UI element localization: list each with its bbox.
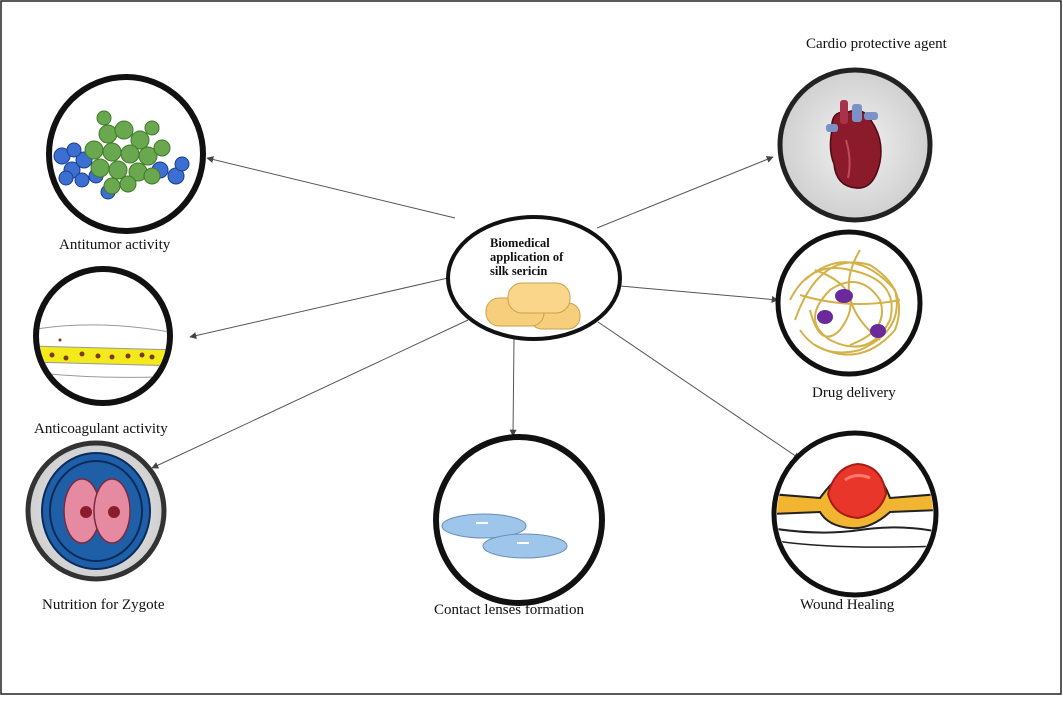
antitumor-node bbox=[46, 74, 206, 234]
contact-node bbox=[433, 434, 605, 606]
label-zygote: Nutrition for Zygote bbox=[42, 597, 165, 613]
drug-fiber-icon bbox=[789, 249, 901, 356]
arrow-to-zygote bbox=[151, 319, 469, 469]
arrow-to-cardio bbox=[596, 156, 774, 229]
center-title: Biomedical application of silk sericin bbox=[490, 236, 563, 278]
zygote-icon bbox=[41, 452, 151, 570]
label-drug: Drug delivery bbox=[812, 385, 896, 401]
contact-lens-icon bbox=[441, 513, 568, 559]
arrow-to-contact bbox=[509, 337, 517, 437]
tumor-green-cells bbox=[84, 110, 171, 195]
wound-icon bbox=[777, 462, 933, 548]
cardio-node bbox=[777, 67, 933, 223]
connectors bbox=[151, 156, 801, 469]
anticoag-node bbox=[33, 266, 173, 406]
capsule-icon bbox=[485, 282, 581, 330]
arrow-to-anticoag bbox=[189, 277, 449, 340]
label-antitumor: Antitumor activity bbox=[59, 237, 171, 253]
center-title-line-2: application of bbox=[490, 250, 564, 264]
center-title-line-1: Biomedical bbox=[490, 236, 550, 250]
center-node bbox=[446, 215, 622, 341]
label-anticoag: Anticoagulant activity bbox=[34, 421, 168, 437]
drug-node bbox=[775, 229, 923, 377]
arrow-to-wound bbox=[597, 321, 801, 460]
arrow-to-antitumor bbox=[206, 156, 456, 219]
arrow-to-drug bbox=[619, 285, 779, 303]
center-title-line-3: silk sericin bbox=[490, 264, 548, 278]
label-wound: Wound Healing bbox=[800, 597, 895, 613]
label-contact: Contact lenses formation bbox=[434, 602, 584, 618]
heart-icon bbox=[826, 100, 882, 189]
zygote-node bbox=[25, 440, 167, 582]
wound-node bbox=[771, 430, 939, 598]
blood-vessel-icon bbox=[39, 324, 167, 378]
label-cardio: Cardio protective agent bbox=[806, 36, 947, 52]
drug-particles bbox=[817, 289, 886, 338]
